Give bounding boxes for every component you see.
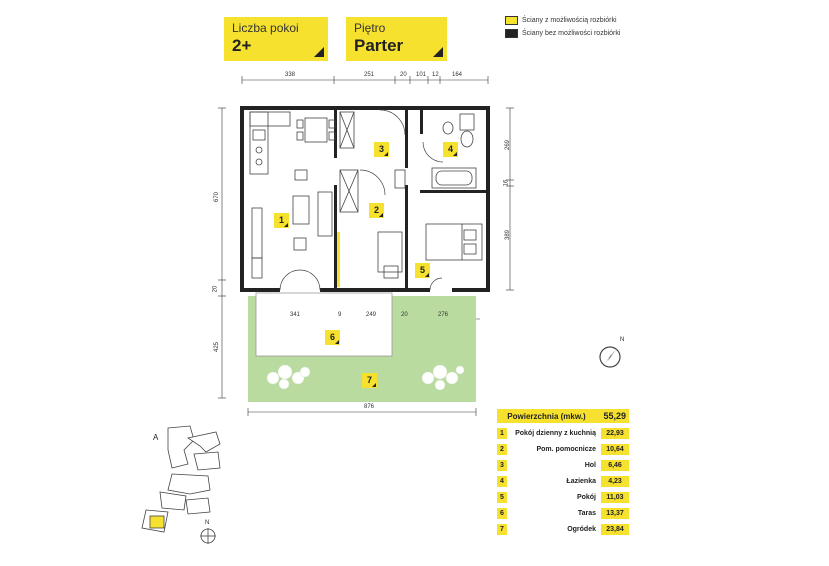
- dim-top-1: 338: [285, 72, 296, 78]
- legend-label: Ściany z możliwością rozbiórki: [522, 17, 617, 24]
- dim-right-top: 269: [505, 139, 512, 151]
- row-area: 22,93: [601, 427, 629, 439]
- compass-icon: [599, 346, 621, 368]
- floor-value: Parter: [354, 36, 404, 55]
- dim-terrace-4: 20: [401, 312, 408, 318]
- site-compass-north-label: N: [205, 520, 210, 526]
- card-corner-icon: [314, 47, 324, 57]
- furniture: [249, 111, 483, 279]
- room-tag-4: 4: [443, 142, 458, 157]
- row-area: 4,23: [601, 475, 629, 487]
- table-row: 5 Pokój 11,03: [497, 491, 629, 503]
- row-room-name: Łazienka: [566, 477, 596, 485]
- row-room-name: Hol: [584, 461, 596, 469]
- dim-right-small: 16: [503, 179, 510, 187]
- dim-left-small: 20: [212, 285, 219, 293]
- terrace-area: [255, 292, 393, 357]
- walls: [240, 106, 490, 292]
- room-tag-6: 6: [325, 330, 340, 345]
- dim-terrace-5: 276: [438, 312, 449, 318]
- area-table: Powierzchnia (mkw.) 55,29 1 Pokój dzienn…: [497, 409, 629, 535]
- row-number: 5: [497, 491, 507, 503]
- rooms-count-value: 2+: [232, 36, 252, 55]
- dim-top-5: 12: [432, 72, 439, 78]
- legend-label: Ściany bez możliwości rozbiórki: [522, 30, 621, 37]
- dim-top-3: 20: [400, 72, 407, 78]
- row-room-name: Pokój dzienny z kuchnią: [515, 429, 596, 437]
- row-number: 3: [497, 459, 507, 471]
- table-row: 4 Łazienka 4,23: [497, 475, 629, 487]
- wall-legend: Ściany z możliwością rozbiórki Ściany be…: [505, 14, 620, 40]
- row-number: 6: [497, 507, 507, 519]
- row-area: 6,46: [601, 459, 629, 471]
- area-table-header: Powierzchnia (mkw.) 55,29: [497, 409, 629, 423]
- dim-bottom-total: 876: [364, 404, 375, 410]
- table-row: 7 Ogródek 23,84: [497, 523, 629, 535]
- room-tag-7: 7: [362, 373, 377, 388]
- rooms-count-label: Liczba pokoi: [232, 21, 299, 35]
- table-row: 1 Pokój dzienny z kuchnią 22,93: [497, 427, 629, 439]
- dim-left-garden: 425: [214, 341, 221, 353]
- row-number: 1: [497, 427, 507, 439]
- site-building-letter: A: [153, 433, 159, 442]
- dim-terrace-2: 9: [338, 312, 342, 318]
- removable-walls: [337, 232, 340, 287]
- dim-terrace-3: 249: [366, 312, 377, 318]
- table-row: 3 Hol 6,46: [497, 459, 629, 471]
- legend-item-removable: Ściany z możliwością rozbiórki: [505, 14, 620, 27]
- site-compass-icon: [200, 528, 216, 544]
- site-plan: [141, 425, 221, 533]
- row-number: 2: [497, 443, 507, 455]
- legend-item-permanent: Ściany bez możliwości rozbiórki: [505, 27, 620, 40]
- row-room-name: Pokój: [576, 493, 596, 501]
- row-number: 7: [497, 523, 507, 535]
- room-tag-2: 2: [369, 203, 384, 218]
- row-area: 23,84: [601, 523, 629, 535]
- legend-swatch-black: [505, 29, 518, 38]
- floor-label: Piętro: [354, 21, 386, 35]
- row-area: 10,64: [601, 443, 629, 455]
- room-tag-3: 3: [374, 142, 389, 157]
- dim-top-2: 251: [364, 72, 375, 78]
- legend-swatch-yellow: [505, 16, 518, 25]
- row-area: 11,03: [601, 491, 629, 503]
- dimension-lines: [218, 76, 514, 416]
- dim-top-4: 101: [416, 72, 427, 78]
- floor-card: Piętro Parter: [346, 17, 447, 61]
- row-room-name: Taras: [577, 509, 596, 517]
- row-number: 4: [497, 475, 507, 487]
- dim-left-main: 670: [214, 191, 221, 203]
- row-area: 13,37: [601, 507, 629, 519]
- card-corner-icon: [433, 47, 443, 57]
- room-tag-1: 1: [274, 213, 289, 228]
- row-room-name: Ogródek: [567, 525, 596, 533]
- dim-terrace-1: 341: [290, 312, 301, 318]
- area-table-title: Powierzchnia (mkw.): [507, 411, 586, 421]
- apartment-floor: [242, 108, 488, 290]
- dim-top-6: 164: [452, 72, 463, 78]
- door-swings: [279, 109, 444, 291]
- room-tag-5: 5: [415, 263, 430, 278]
- dim-right-bottom: 389: [505, 229, 512, 241]
- rooms-count-card: Liczba pokoi 2+: [224, 17, 328, 61]
- table-row: 6 Taras 13,37: [497, 507, 629, 519]
- row-room-name: Pom. pomocnicze: [536, 445, 596, 453]
- compass-north-label: N: [620, 337, 625, 343]
- table-row: 2 Pom. pomocnicze 10,64: [497, 443, 629, 455]
- tree-icons: [266, 364, 465, 391]
- area-table-total: 55,29: [603, 411, 626, 421]
